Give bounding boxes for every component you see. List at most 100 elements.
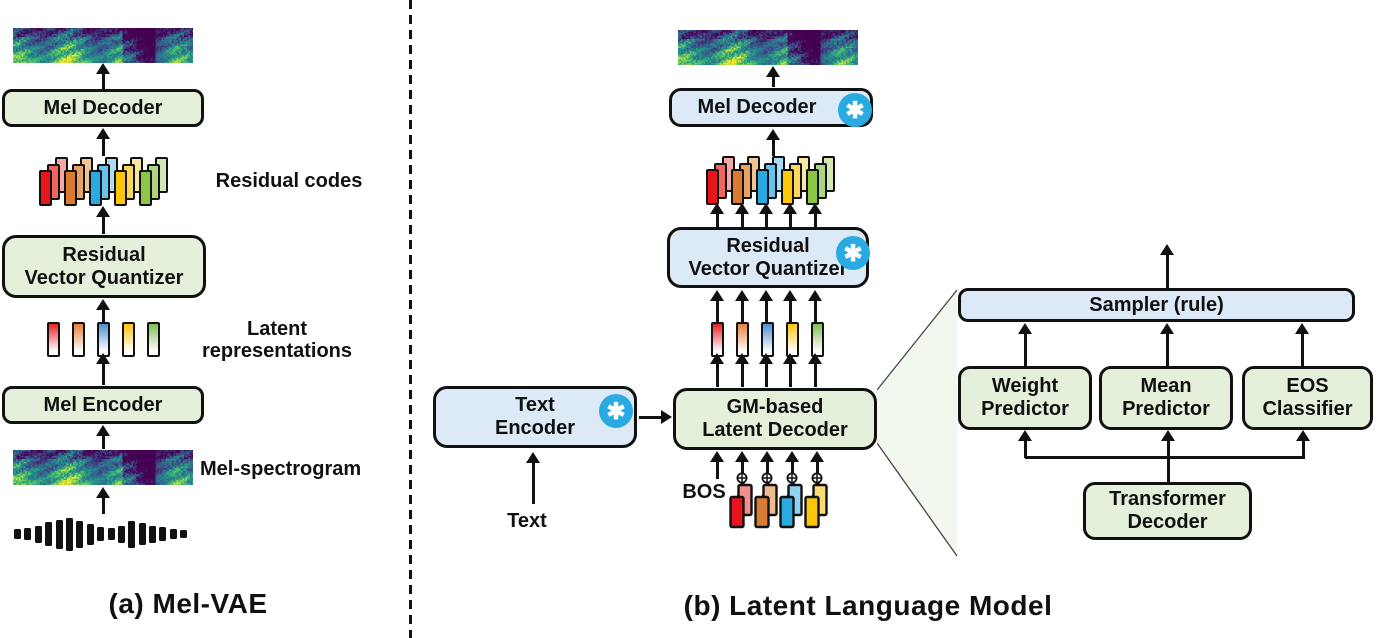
waveform-bar xyxy=(149,525,157,543)
residual-codes-stack xyxy=(706,156,836,205)
arrow-up-icon xyxy=(95,206,111,234)
arrow-up-icon xyxy=(1294,323,1310,366)
sum-plus-icon xyxy=(754,472,778,529)
latent-rect xyxy=(47,322,60,357)
mel-spectrogram-image xyxy=(13,28,193,63)
arrow-up-icon xyxy=(95,353,111,385)
latent-representations-label: Latent representations xyxy=(190,318,364,362)
latent-label-line2: representations xyxy=(201,340,353,362)
sum-plus-icon xyxy=(804,472,828,529)
bos-latent-group xyxy=(779,470,805,535)
residual-codes-label: Residual codes xyxy=(215,170,363,192)
bos-latent-group xyxy=(754,470,780,535)
mel-spectrogram-label: Mel-spectrogram xyxy=(200,458,362,480)
arrow-up-icon xyxy=(782,353,798,387)
rvq-label-line1: Residual xyxy=(62,243,146,266)
arrow-up-icon xyxy=(765,129,781,156)
latent-rect xyxy=(72,322,85,357)
eos-classifier-box: EOS Classifier xyxy=(1242,366,1373,430)
weight-predictor-line2: Predictor xyxy=(981,398,1069,420)
arrow-up-icon xyxy=(1159,323,1175,366)
latent-rect xyxy=(811,322,824,357)
arrow-up-icon xyxy=(95,128,111,156)
arrow-up-icon xyxy=(765,66,781,87)
waveform-bar xyxy=(86,523,94,545)
latent-rect xyxy=(711,322,724,357)
residual-codes-stack xyxy=(39,157,169,206)
arrow-up-icon xyxy=(758,353,774,387)
arrow-up-icon xyxy=(709,451,725,479)
waveform-bar xyxy=(76,520,84,548)
arrow-up-icon xyxy=(782,203,798,227)
branch-connector-line xyxy=(1025,456,1305,459)
text-encoder-label-line2: Encoder xyxy=(494,417,576,439)
latent-representations-row xyxy=(711,322,824,358)
rvq-label-line1: Residual xyxy=(726,234,810,257)
arrow-up-icon xyxy=(525,452,541,504)
waveform-bar xyxy=(138,523,146,545)
arrow-up-icon xyxy=(734,290,750,322)
arrow-up-icon xyxy=(759,451,775,473)
panel-divider xyxy=(409,0,412,638)
latent-rect xyxy=(786,322,799,357)
latent-representations-row xyxy=(47,322,160,358)
transformer-decoder-line2: Decoder xyxy=(1127,511,1208,533)
arrow-up-icon xyxy=(809,451,825,473)
latent-label-line1: Latent xyxy=(247,318,307,340)
waveform-bar xyxy=(117,525,125,543)
arrow-up-icon xyxy=(734,203,750,227)
latent-rect xyxy=(736,322,749,357)
waveform-bar xyxy=(65,517,73,551)
mel-decoder-box: Mel Decoder xyxy=(2,89,204,127)
mel-encoder-label: Mel Encoder xyxy=(43,393,163,416)
rvq-label-line2: Vector Quantizer xyxy=(24,266,184,289)
arrow-up-icon xyxy=(1295,430,1311,458)
residual-code-rect xyxy=(39,170,52,206)
text-encoder-label-line1: Text xyxy=(515,394,555,416)
residual-code-rect xyxy=(89,170,102,206)
waveform-bar xyxy=(14,529,21,539)
bos-label: BOS xyxy=(682,481,726,503)
arrow-up-icon xyxy=(734,353,750,387)
waveform-bar xyxy=(45,522,53,546)
arrow-up-icon xyxy=(95,487,111,514)
waveform-bar xyxy=(169,529,177,539)
waveform-bar xyxy=(55,519,63,549)
waveform-icon xyxy=(14,514,190,554)
text-encoder-box: Text Encoder ✱ xyxy=(433,386,637,448)
arrow-up-icon xyxy=(95,425,111,449)
zoom-wedge xyxy=(877,289,958,557)
arrow-up-icon xyxy=(95,299,111,322)
arrow-up-icon xyxy=(1160,430,1176,482)
panel-a-caption: (a) Mel-VAE xyxy=(108,588,268,619)
sampler-box: Sampler (rule) xyxy=(958,288,1355,322)
latent-rect xyxy=(122,322,135,357)
mel-decoder-label: Mel Decoder xyxy=(43,96,163,119)
mel-decoder-box: Mel Decoder ✱ xyxy=(669,88,873,127)
arrow-up-icon xyxy=(709,290,725,322)
eos-classifier-line2: Classifier xyxy=(1262,398,1353,420)
arrow-up-icon xyxy=(758,203,774,227)
waveform-bar xyxy=(128,520,136,548)
bos-latent-group xyxy=(729,470,755,535)
mean-predictor-line1: Mean xyxy=(1140,375,1192,397)
arrow-up-icon xyxy=(807,353,823,387)
latent-rect xyxy=(97,322,110,357)
arrow-up-icon xyxy=(1017,323,1033,366)
waveform-bar xyxy=(180,530,188,538)
mean-predictor-box: Mean Predictor xyxy=(1099,366,1233,430)
arrow-up-icon xyxy=(807,203,823,227)
gm-decoder-label-line1: GM-based xyxy=(726,396,824,418)
arrow-up-icon xyxy=(784,451,800,473)
residual-code-rect xyxy=(139,170,152,206)
arrow-up-icon xyxy=(709,203,725,227)
residual-code-rect xyxy=(706,169,719,205)
gm-latent-decoder-box: GM-based Latent Decoder xyxy=(673,388,877,450)
frozen-asterisk-badge: ✱ xyxy=(599,394,633,428)
residual-code-rect xyxy=(806,169,819,205)
arrow-right-icon xyxy=(639,409,672,425)
arrow-up-icon xyxy=(1159,244,1175,288)
waveform-bar xyxy=(159,527,167,541)
mean-predictor-line2: Predictor xyxy=(1122,398,1210,420)
